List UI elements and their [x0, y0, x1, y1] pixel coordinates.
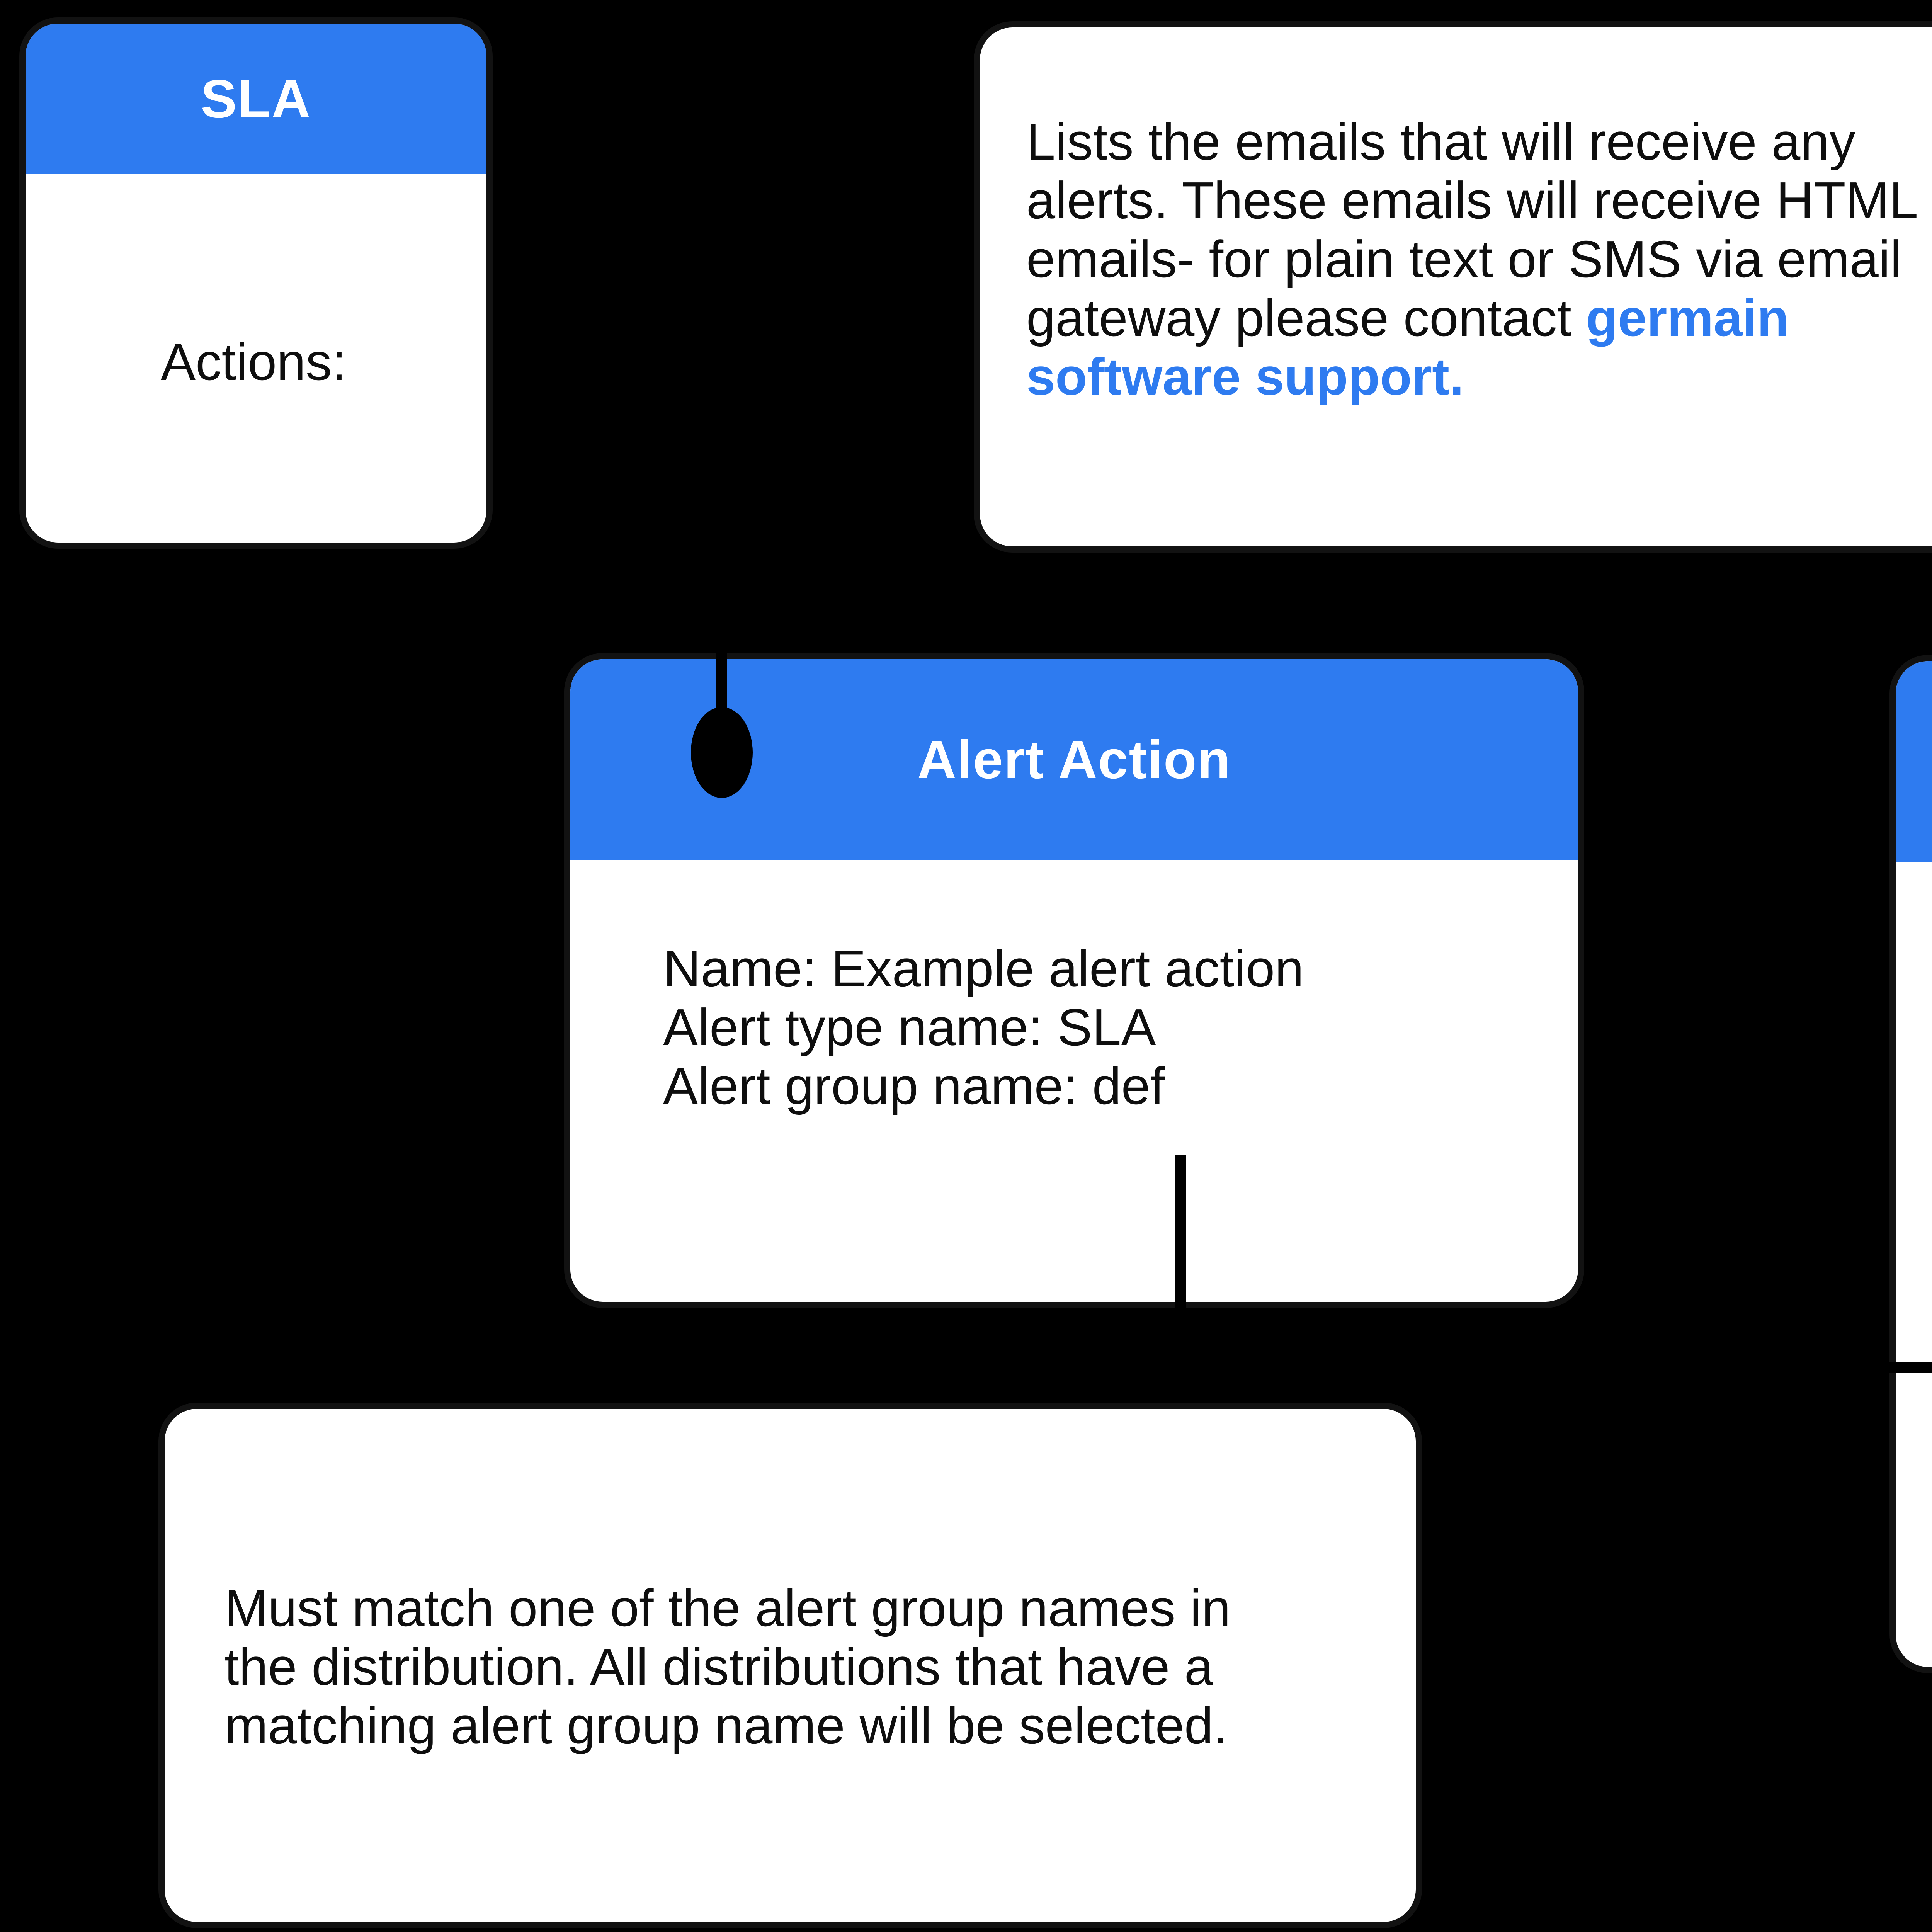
alert-action-card-title: Alert Action — [917, 729, 1231, 790]
alert-action-body: Name: Example alert action Alert type na… — [663, 939, 1304, 1116]
email-note-card: Lists the emails that will receive any a… — [974, 21, 1932, 553]
email-note-line-prefix: gateway please contact — [1026, 289, 1586, 347]
group-match-note-line: Must match one of the alert group names … — [224, 1579, 1231, 1637]
group-match-note-text: Must match one of the alert group names … — [224, 1579, 1231, 1755]
sla-actions-label-wrap: Actions: — [161, 333, 346, 391]
email-note-line: gateway please contact germain — [1026, 289, 1918, 347]
alert-action-name-line: Name: Example alert action — [663, 939, 1304, 998]
email-note-line: emails- for plain text or SMS via email — [1026, 230, 1902, 288]
alert-action-type-line: Alert type name: SLA — [663, 998, 1156, 1056]
group-match-note-card: Must match one of the alert group names … — [158, 1403, 1422, 1928]
sla-actions-label: Actions: — [161, 333, 347, 391]
sla-card: SLA Actions: — [19, 17, 493, 549]
distribution-card: Distribution Name: Example distribution … — [1889, 655, 1932, 1673]
connector-dot-icon — [691, 707, 753, 798]
group-match-note-line: the distribution. All distributions that… — [224, 1638, 1214, 1696]
group-match-note-line: matching alert group name will be select… — [224, 1696, 1228, 1755]
germain-support-link[interactable]: software support. — [1026, 347, 1464, 406]
distribution-card-header: Distribution — [1896, 661, 1932, 862]
connector-line-distribution-left — [1866, 1362, 1932, 1373]
email-note-line: alerts. These emails will receive HTML — [1026, 171, 1918, 230]
sla-card-title: SLA — [201, 68, 311, 129]
connector-line-alert-action-bottom — [1175, 1155, 1186, 1329]
germain-support-link[interactable]: germain — [1586, 289, 1789, 347]
email-note-text: Lists the emails that will receive any a… — [1026, 112, 1918, 406]
email-note-line: Lists the emails that will receive any — [1026, 112, 1855, 171]
alert-action-group-line: Alert group name: def — [663, 1057, 1165, 1115]
sla-card-header: SLA — [26, 24, 486, 174]
